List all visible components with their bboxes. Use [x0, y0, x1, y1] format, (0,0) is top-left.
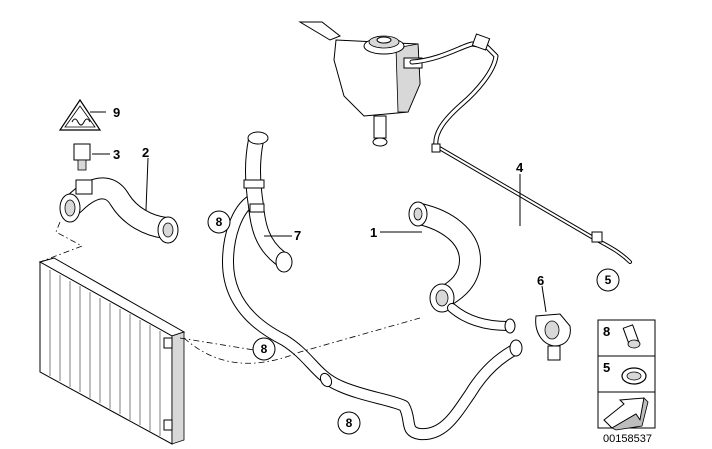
- callout-6: 6: [537, 273, 544, 288]
- hose-clamp-icon: [622, 324, 641, 349]
- callout-2: 2: [142, 145, 149, 160]
- hose-1: [408, 201, 516, 334]
- legend-box: 8 5: [597, 319, 656, 431]
- warning-triangle-hot-icon: [58, 98, 102, 131]
- bracket-6: [535, 313, 571, 361]
- hose-8: [222, 194, 523, 441]
- callout-8b: 8: [261, 342, 268, 356]
- callout-5: 5: [605, 273, 612, 287]
- clip-icon: [621, 367, 647, 385]
- callout-4: 4: [516, 160, 524, 175]
- callout-7: 7: [294, 228, 301, 243]
- leader-lines: [90, 111, 547, 313]
- legend-item-5-label: 5: [603, 360, 610, 375]
- sensor-3: [73, 143, 91, 171]
- radiator: [38, 257, 186, 445]
- hose-7: [243, 131, 293, 273]
- connection-lines: [39, 221, 421, 364]
- callout-circle-8b: [252, 337, 276, 361]
- expansion-tank: [298, 21, 423, 147]
- diagram-number: 00158537: [603, 433, 652, 445]
- callout-8a: 8: [216, 215, 223, 229]
- callout-3: 3: [113, 147, 120, 162]
- callout-9: 9: [113, 105, 120, 120]
- callout-circle-5: [596, 268, 620, 292]
- callout-1: 1: [370, 225, 377, 240]
- callout-circle-8a: [207, 210, 231, 234]
- hose-2: [59, 177, 179, 244]
- callout-circle-8c: [337, 411, 361, 435]
- hose-4: [409, 33, 632, 264]
- callout-8c: 8: [346, 416, 353, 430]
- arrow-icon: [603, 397, 649, 431]
- legend-item-8-label: 8: [603, 324, 610, 339]
